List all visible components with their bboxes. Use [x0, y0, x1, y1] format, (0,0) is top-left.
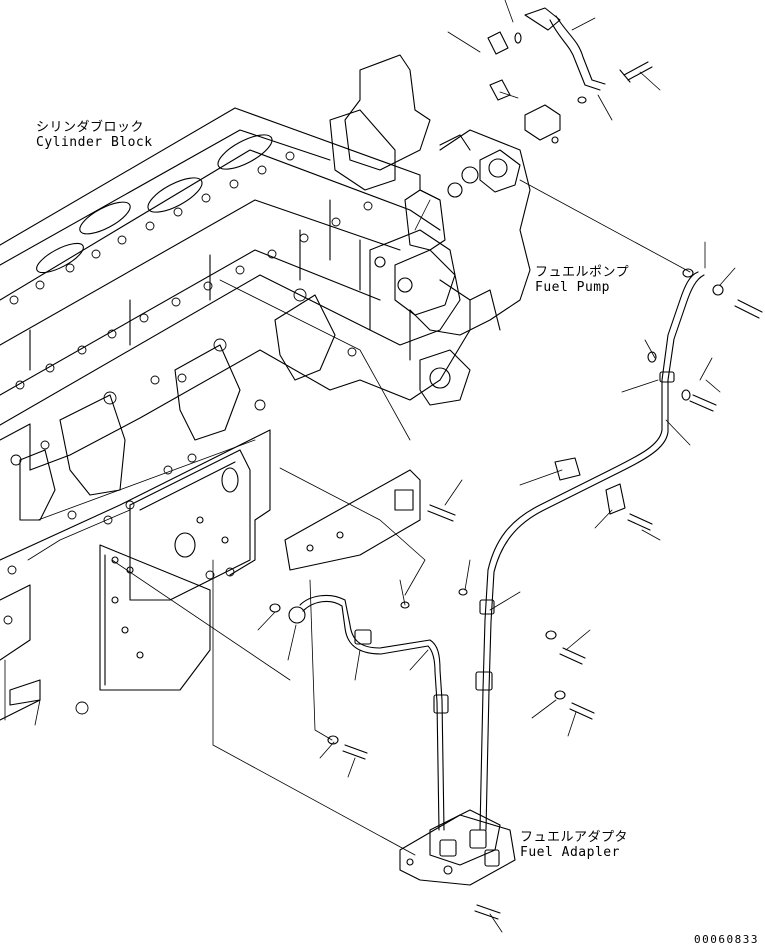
drawing-number: 00060833: [694, 933, 759, 946]
brackets: [10, 450, 625, 705]
fuel-pump-label-jp: フュエルポンプ: [535, 265, 630, 280]
fuel-adapter-label: フュエルアダプタ Fuel Adapler: [520, 830, 628, 860]
fuel-adapter-label-jp: フュエルアダプタ: [520, 830, 629, 845]
fuel-pipe-main: [476, 272, 704, 830]
fuel-pump-label: フュエルポンプ Fuel Pump: [535, 265, 629, 295]
fuel-adapter: [400, 810, 515, 885]
cylinder-block: [0, 108, 470, 720]
fuel-pump: [330, 55, 530, 405]
cylinder-block-label-en: Cylinder Block: [36, 135, 153, 150]
fuel-pump-label-en: Fuel Pump: [535, 280, 610, 295]
leader-lines: [5, 0, 735, 932]
block-bolt-holes: [4, 152, 372, 714]
cylinder-block-label: シリンダブロック Cylinder Block: [36, 120, 153, 150]
fuel-pipe-secondary: [289, 595, 448, 830]
fuel-adapter-label-en: Fuel Adapler: [520, 845, 620, 860]
cylinder-block-label-jp: シリンダブロック: [36, 120, 145, 135]
pump-top-hardware: [488, 8, 652, 143]
